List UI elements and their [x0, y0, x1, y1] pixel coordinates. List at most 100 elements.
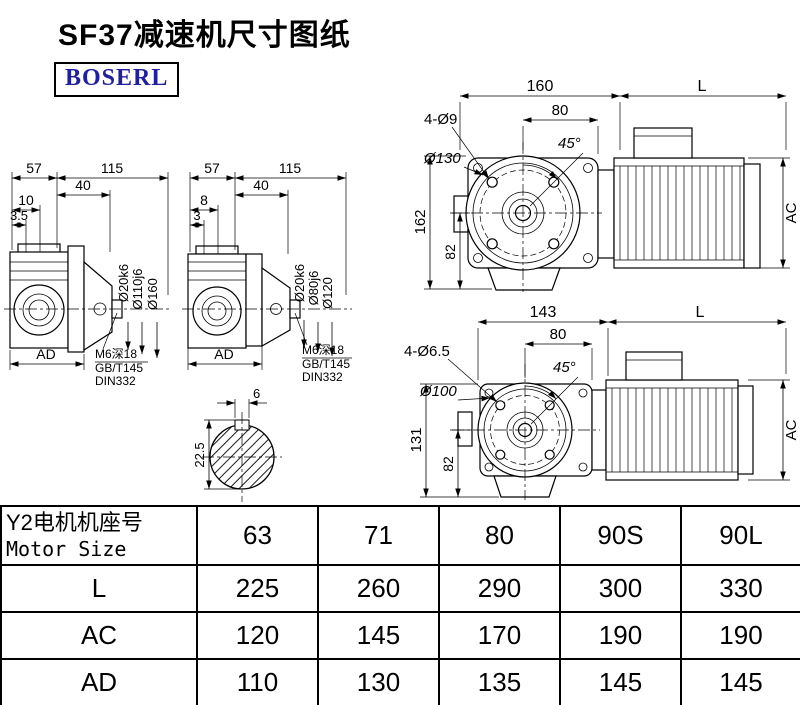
- AC-value: 120: [196, 611, 319, 660]
- motor-size-63: 63: [196, 505, 319, 566]
- v4-fan-cover: [737, 385, 754, 475]
- v1-dia-shaft: Ø20k6: [116, 264, 131, 302]
- v1-dia-spigot: Ø110j6: [130, 269, 145, 310]
- v4-bolt-hole: [495, 400, 506, 411]
- v2-note-din: DIN332: [302, 370, 343, 384]
- v2-note-gb: GB/T145: [302, 357, 350, 371]
- row-label-AC: AC: [0, 611, 198, 660]
- v2-flange-plate: [245, 253, 263, 347]
- L-value: 290: [438, 564, 561, 613]
- brand-logo-box: BOSERL: [54, 62, 180, 97]
- view3-body: [450, 127, 761, 292]
- v4-dim-131: 131: [408, 427, 425, 452]
- table-row-L: L 225 260 290 300 330: [0, 564, 800, 613]
- v3-dim-ac: AC: [783, 202, 800, 223]
- table-row-AD: AD 110 130 135 145 145: [0, 658, 800, 705]
- AC-value: 145: [317, 611, 440, 660]
- v1-note-thread: M6深18: [95, 347, 137, 361]
- v1-dim-115: 115: [101, 160, 124, 176]
- v2-dim-57: 57: [204, 160, 220, 176]
- v4-motor-fins: [608, 388, 736, 472]
- AD-value: 145: [559, 658, 682, 705]
- v3-dim-L: L: [698, 78, 707, 95]
- view4-dimensions: 143 L 80 4-Ø6.5 45° Ø100 131: [404, 304, 800, 498]
- view4-front-view: 143 L 80 4-Ø6.5 45° Ø100 131: [404, 304, 800, 500]
- L-value: 300: [559, 564, 682, 613]
- v3-bolt-hole: [486, 238, 498, 250]
- view2-dimensions: 57 115 40 8 3 Ø20k6 Ø80j6 Ø120 AD: [187, 160, 352, 384]
- v3-fan-cover: [743, 163, 761, 269]
- sec-dim-22-5: 22.5: [192, 442, 207, 467]
- v4-terminal-box: [625, 351, 683, 381]
- v3-dim-162: 162: [412, 209, 429, 234]
- v3-dim-dia130: Ø130: [423, 150, 461, 167]
- v3-dim-80: 80: [552, 102, 569, 119]
- L-value: 330: [680, 564, 800, 613]
- v4-dim-L: L: [696, 304, 705, 321]
- v4-dim-82: 82: [440, 456, 456, 472]
- v1-note-din: DIN332: [95, 374, 136, 388]
- view1-side-view: 57 115 40 10 3.5 Ø20k6 Ø110j6 Ø160 AD: [4, 160, 172, 388]
- v2-dim-ad: AD: [214, 346, 233, 362]
- sec-dim-6: 6: [253, 386, 260, 401]
- v1-dim-3-5: 3.5: [10, 208, 28, 223]
- motor-size-label-en: Motor Size: [6, 536, 127, 561]
- v1-dim-57: 57: [26, 160, 42, 176]
- shaft-section-view: 6 22.5: [192, 386, 282, 502]
- view4-body: [452, 351, 754, 500]
- v3-dim-holes: 4-Ø9: [424, 111, 457, 128]
- v1-flange-plate: [67, 245, 85, 353]
- v4-bolt-hole: [495, 449, 506, 460]
- v2-dia-flange: Ø120: [320, 277, 335, 309]
- motor-size-label-cn: Y2电机机座号: [6, 510, 143, 536]
- page-title: SF37减速机尺寸图纸: [58, 19, 351, 52]
- view2-side-view: 57 115 40 8 3 Ø20k6 Ø80j6 Ø120 AD: [182, 160, 352, 384]
- motor-size-90l: 90L: [680, 505, 800, 566]
- L-value: 260: [317, 564, 440, 613]
- v2-dia-spigot: Ø80j6: [306, 271, 321, 306]
- view1-dimensions: 57 115 40 10 3.5 Ø20k6 Ø110j6 Ø160 AD: [9, 160, 169, 388]
- AC-value: 170: [438, 611, 561, 660]
- motor-size-90s: 90S: [559, 505, 682, 566]
- brand-text: BOSERL: [65, 65, 169, 91]
- v4-dim-45deg: 45°: [553, 359, 576, 376]
- v3-terminal-box: [633, 127, 693, 159]
- motor-size-71: 71: [317, 505, 440, 566]
- section-dimensions: 6 22.5: [192, 386, 267, 490]
- row-label-L: L: [0, 564, 198, 613]
- spec-table: Y2电机机座号 Motor Size 63 71 80 90S 90L L 22…: [0, 505, 800, 705]
- v3-bolt-hole: [548, 238, 560, 250]
- v2-dia-shaft: Ø20k6: [292, 264, 307, 302]
- view1-body: [4, 243, 172, 353]
- v1-note-gb: GB/T145: [95, 361, 143, 375]
- v4-dim-80: 80: [550, 326, 567, 343]
- v2-dim-40: 40: [253, 177, 269, 193]
- row-label-AD: AD: [0, 658, 198, 705]
- v4-bolt-hole: [544, 449, 555, 460]
- technical-drawing: 57 115 40 10 3.5 Ø20k6 Ø110j6 Ø160 AD: [4, 78, 800, 502]
- v1-dia-flange: Ø160: [145, 278, 160, 310]
- v2-dim-115: 115: [279, 160, 302, 176]
- AC-value: 190: [559, 611, 682, 660]
- view3-dimensions: 160 L 80 4-Ø9 45° Ø130 162: [412, 78, 800, 290]
- v1-dim-40: 40: [75, 177, 91, 193]
- motor-size-80: 80: [438, 505, 561, 566]
- AD-value: 145: [680, 658, 800, 705]
- v4-dim-holes: 4-Ø6.5: [404, 343, 450, 360]
- v4-dim-dia100: Ø100: [419, 383, 457, 400]
- table-row-AC: AC 120 145 170 190 190: [0, 611, 800, 660]
- AC-value: 190: [680, 611, 800, 660]
- motor-size-header-cell: Y2电机机座号 Motor Size: [0, 505, 198, 566]
- v3-bolt-hole: [486, 176, 498, 188]
- v3-dim-160: 160: [527, 78, 554, 95]
- v3-motor-fins: [616, 166, 744, 260]
- v2-output-bore: [192, 286, 242, 336]
- table-row-motor-size: Y2电机机座号 Motor Size 63 71 80 90S 90L: [0, 505, 800, 566]
- AD-value: 110: [196, 658, 319, 705]
- v2-note-thread: M6深18: [302, 343, 344, 357]
- v1-dim-10: 10: [18, 192, 34, 208]
- AD-value: 130: [317, 658, 440, 705]
- v3-dim-82: 82: [442, 244, 458, 260]
- view2-body: [182, 245, 352, 349]
